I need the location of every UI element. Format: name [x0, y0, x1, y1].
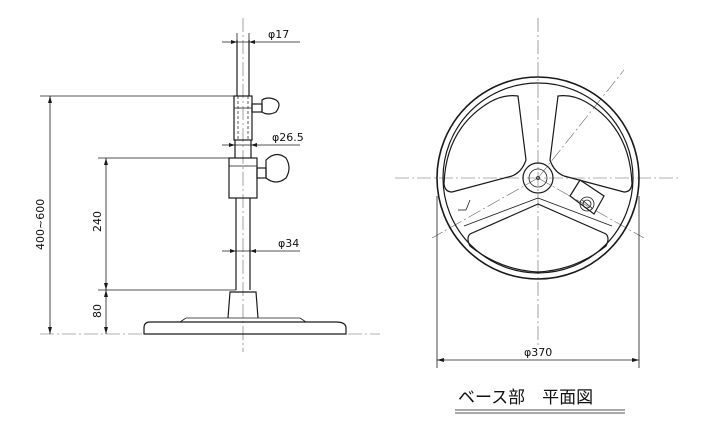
dim-label-phi370: φ370 — [524, 346, 552, 359]
dim-label-phi26-5: φ26.5 — [272, 131, 304, 144]
plan-view: φ370 ベース部 平面図 — [395, 18, 680, 414]
dim-label-400-600: 400~600 — [34, 199, 47, 250]
dim-label-240: 240 — [91, 211, 104, 232]
drawing-caption: ベース部 平面図 — [458, 388, 593, 408]
side-view: φ17 φ26.5 φ34 400~600 240 80 — [34, 18, 380, 352]
dim-label-phi34: φ34 — [278, 237, 299, 250]
dim-label-80: 80 — [91, 304, 104, 318]
dim-label-phi17: φ17 — [268, 28, 289, 41]
screw-pad — [569, 179, 605, 215]
